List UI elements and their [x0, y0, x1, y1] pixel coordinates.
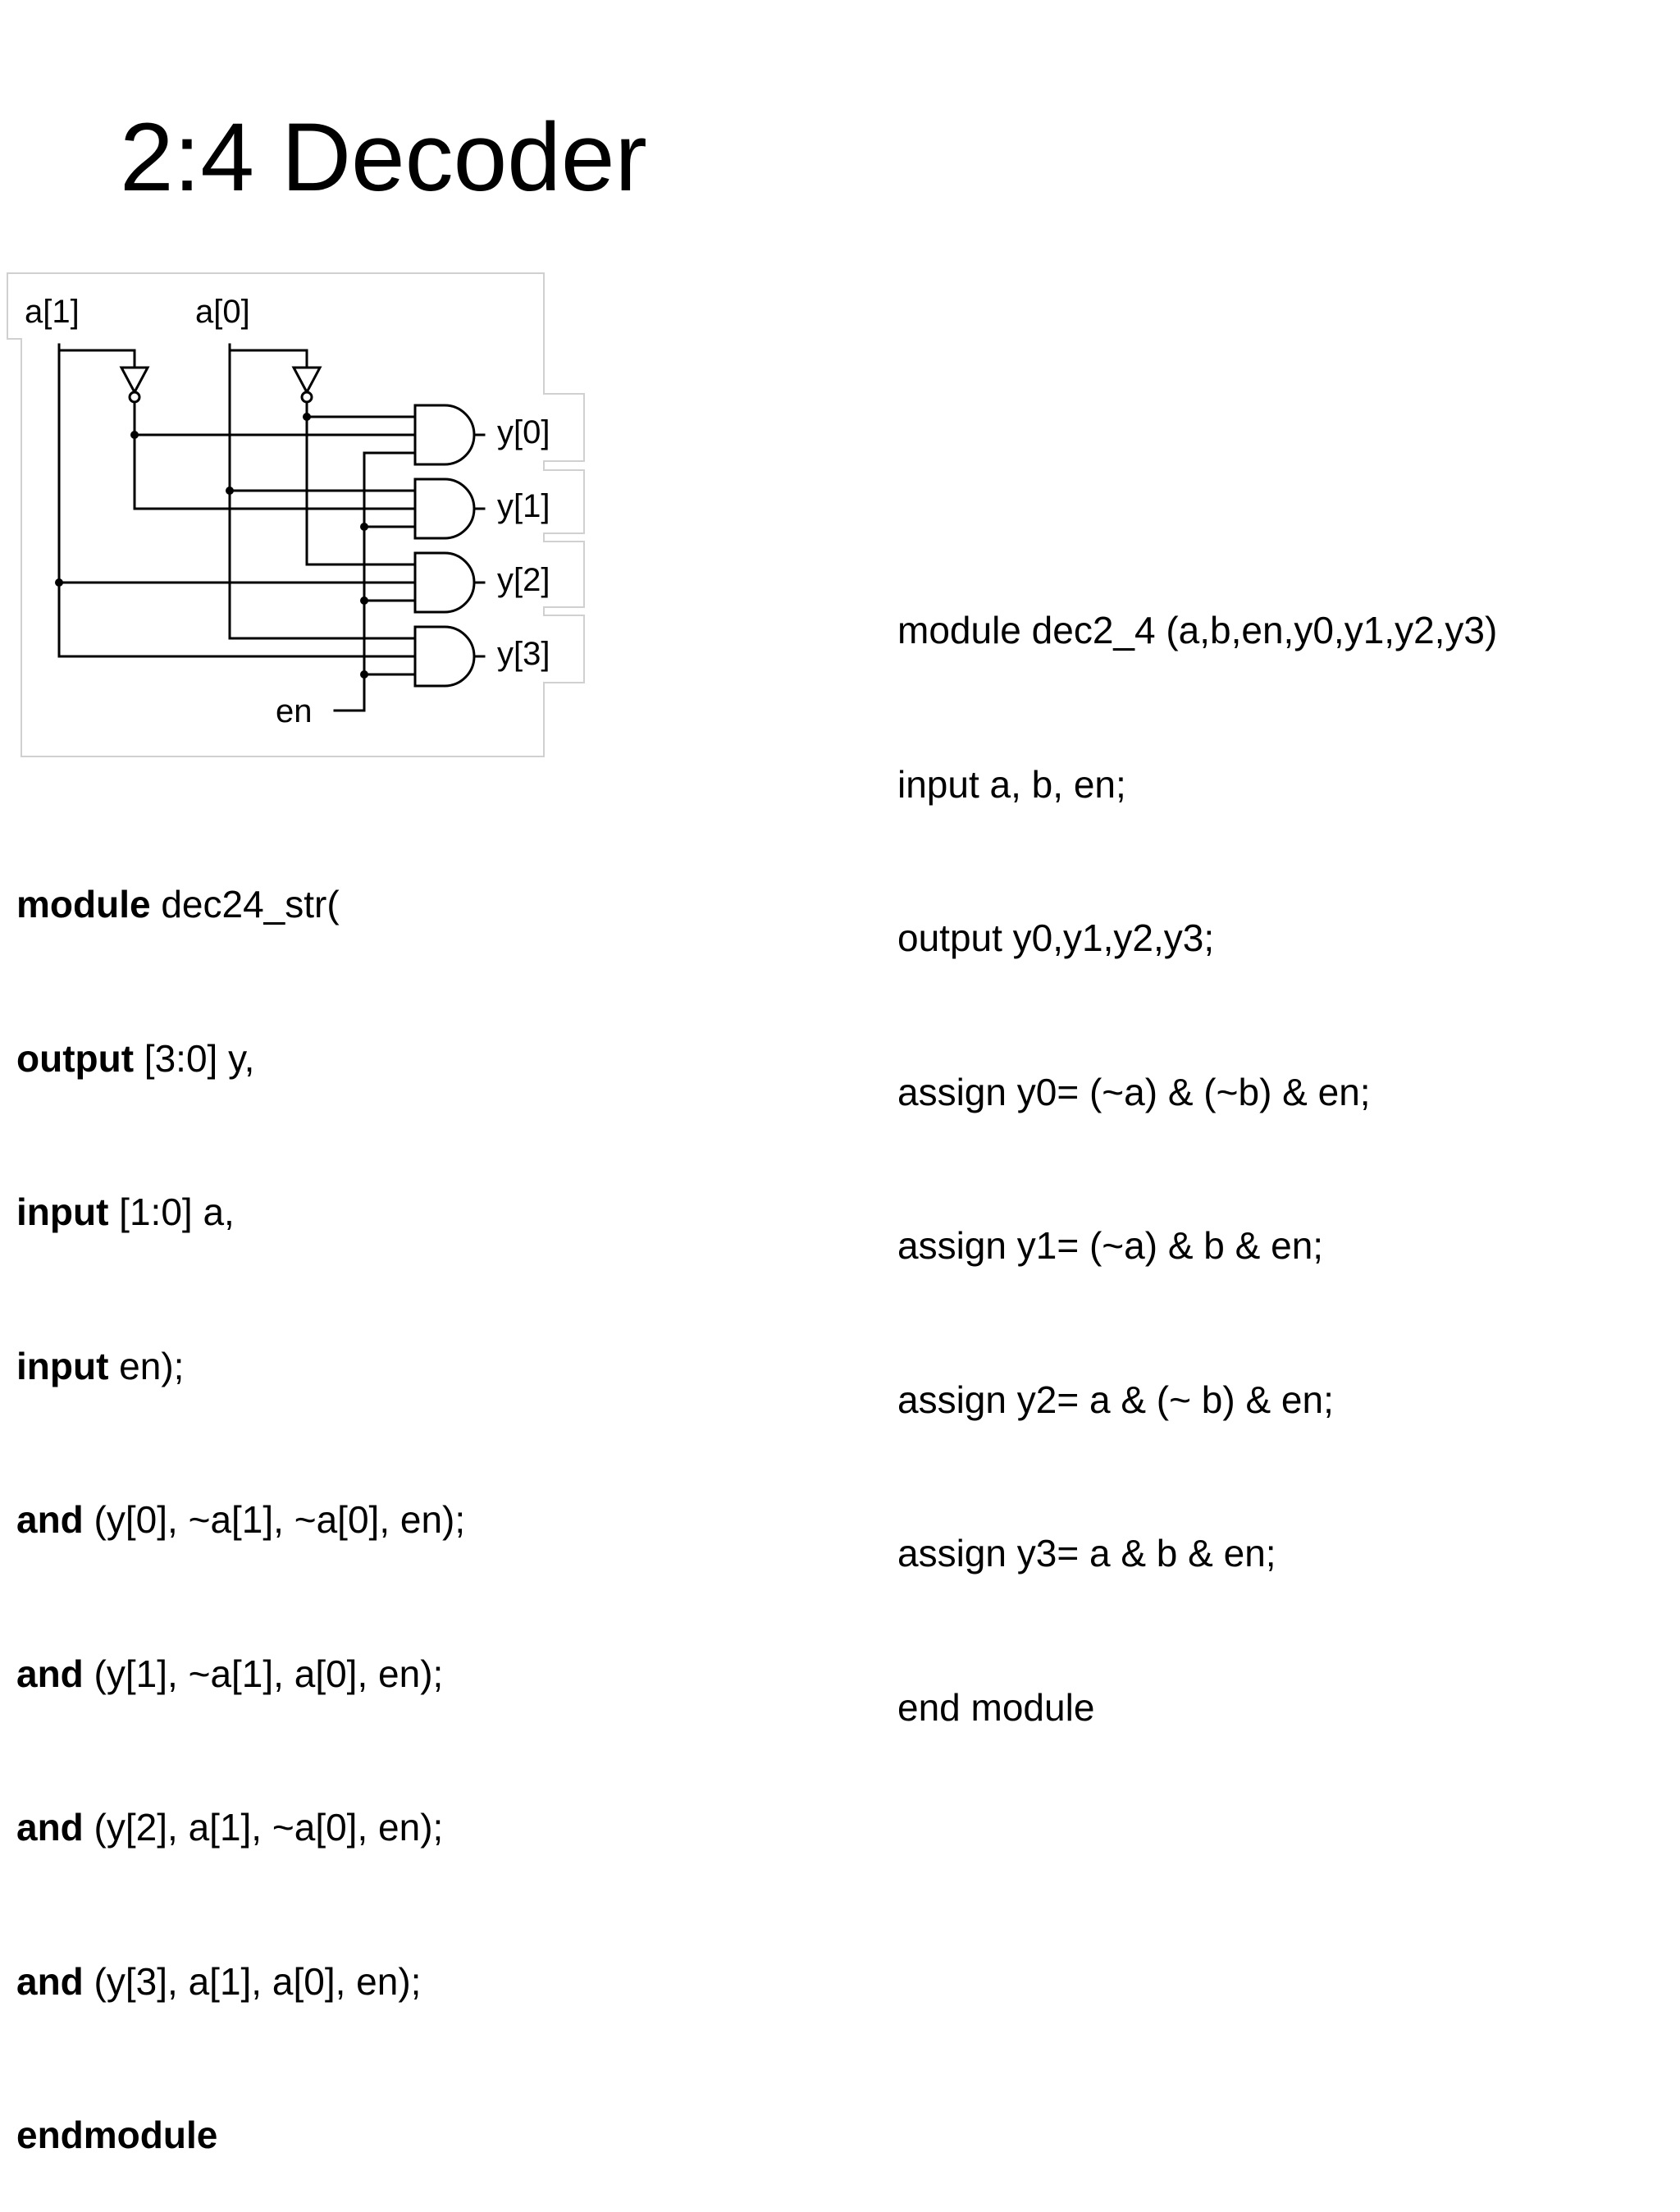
not-gate-a1 [119, 366, 150, 404]
code-line: and (y[2], a[1], ~a[0], en); [16, 1806, 444, 1849]
label-y3: y[3] [497, 636, 550, 672]
not-gate-a0 [291, 366, 322, 404]
code-line: input [1:0] a, [16, 1191, 235, 1233]
code-line: and (y[0], ~a[1], ~a[0], en); [16, 1498, 466, 1541]
wire-a0-branch-not [228, 349, 308, 369]
label-y0: y[0] [497, 414, 550, 450]
decoder-circuit-diagram: a[1] a[0] y[0] y[1] y[2] y[3] en [7, 272, 585, 757]
code-line: and (y[1], ~a[1], a[0], en); [16, 1652, 444, 1695]
wire-a0 [228, 343, 417, 640]
code-line: assign y0= (~a) & (~b) & en; [897, 1070, 1371, 1113]
code-line: assign y2= a & (~ b) & en; [897, 1378, 1334, 1421]
label-a0: a[0] [195, 294, 250, 330]
and-gate-y1 [413, 478, 476, 540]
wire-a1 [57, 343, 417, 658]
diagram-frame [7, 272, 585, 757]
wire-en [333, 451, 417, 712]
code-line: end module [897, 1685, 1095, 1729]
code-line: input a, b, en; [897, 762, 1126, 806]
code-line: output y0,y1,y2,y3; [897, 916, 1215, 959]
label-en: en [276, 693, 313, 729]
label-y1: y[1] [497, 488, 550, 524]
code-line: output [3:0] y, [16, 1036, 255, 1080]
code-line: assign y1= (~a) & b & en; [897, 1224, 1324, 1267]
code-line: and (y[3], a[1], a[0], en); [16, 1959, 422, 2003]
code-line: assign y3= a & b & en; [897, 1532, 1276, 1574]
structural-verilog-code: module dec24_str( output [3:0] y, input … [16, 776, 465, 2212]
code-line: module dec2_4 (a,b,en,y0,y1,y2,y3) [897, 609, 1498, 651]
and-gate-y0 [413, 404, 476, 466]
code-line: input en); [16, 1344, 185, 1387]
wire-not-a0 [305, 400, 417, 566]
label-y2: y[2] [497, 562, 550, 598]
label-a1: a[1] [25, 294, 80, 330]
and-gate-y2 [413, 551, 476, 614]
code-line: module dec24_str( [16, 883, 340, 925]
and-gate-y3 [413, 625, 476, 688]
slide-title: 2:4 Decoder [120, 103, 647, 212]
code-line: endmodule [16, 2114, 218, 2156]
dataflow-verilog-code: module dec2_4 (a,b,en,y0,y1,y2,y3) input… [897, 502, 1497, 1785]
wire-a1-branch-not [57, 349, 136, 369]
